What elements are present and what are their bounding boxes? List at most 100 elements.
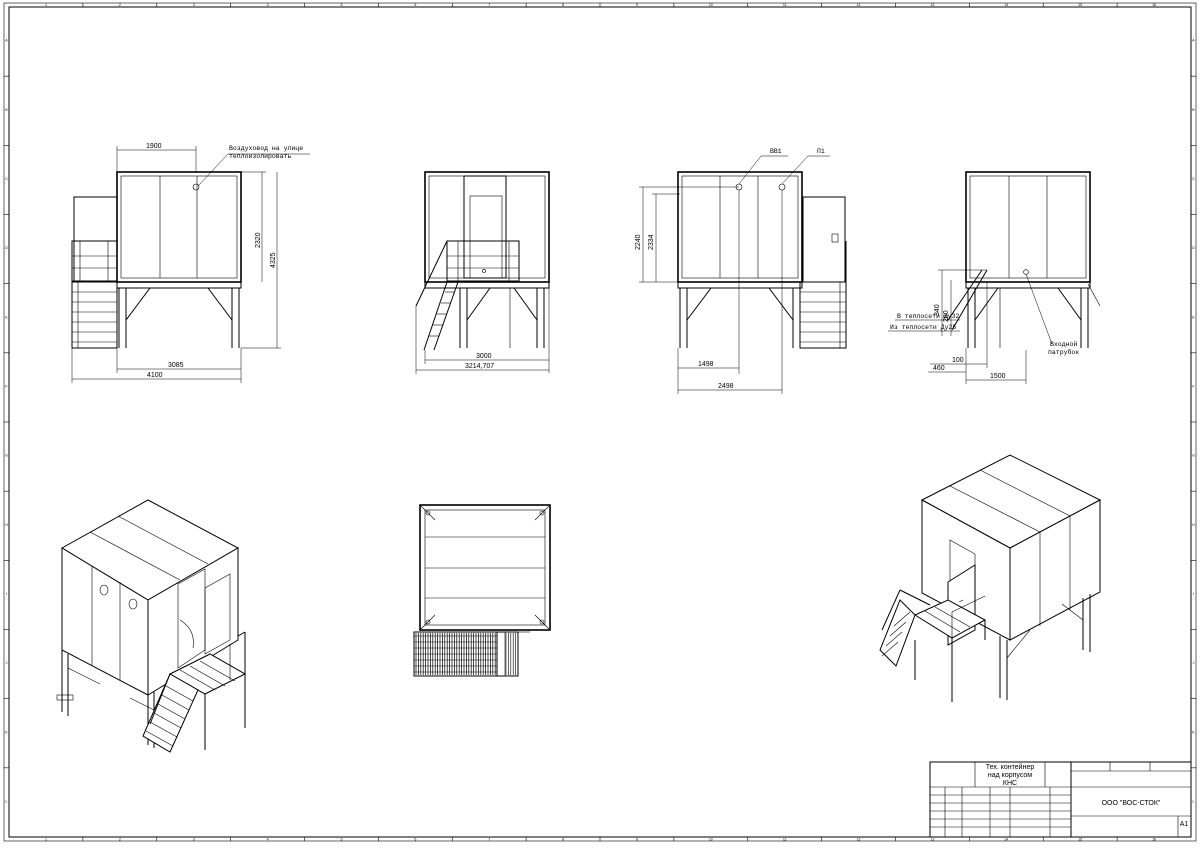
frame-column-label: 8 (562, 3, 564, 7)
frame-column-label: 12 (857, 3, 861, 7)
dim-h1: 2240 (635, 234, 642, 250)
container-body (424, 171, 550, 283)
frame-row-label: B (1192, 108, 1195, 112)
stairs (879, 599, 916, 667)
roof-plan (419, 504, 551, 631)
view-side-right: 2240 2334 1498 2498 ВВ1 П1 (635, 148, 847, 394)
frame-row-label: J (1193, 661, 1195, 665)
frame-row-label: D (1192, 246, 1195, 250)
frame-column-label: 10 (709, 3, 713, 7)
frame-row-label: F (5, 384, 8, 388)
frame-column-label: 16 (1152, 3, 1156, 7)
pipe-in (951, 269, 988, 331)
frame-column-label: 4 (267, 3, 269, 7)
view-rear: 340 280 100 460 1500 В теплосети Ду32 Из… (888, 171, 1101, 384)
dim-c: 1500 (990, 373, 1006, 380)
frame-row-label: E (5, 315, 8, 319)
vent-p1-icon (778, 183, 786, 191)
title-line2: над корпусом (988, 772, 1032, 779)
frame-column-label: 11 (783, 838, 787, 842)
frame-row-label: H (5, 523, 8, 527)
inlet-pipe-icon (1023, 269, 1029, 275)
frame-column-label: 9 (636, 3, 638, 7)
frame-row-label: E (1192, 315, 1195, 319)
company-name: ООО "ВОС-СТОК" (1102, 800, 1161, 807)
dim-outer: 3214,707 (465, 363, 494, 370)
frame-row-label: A (5, 39, 8, 43)
view-front: 3000 3214,707 (415, 171, 550, 374)
frame-column-label: 7 (488, 3, 490, 7)
frame-row-label: I (1193, 592, 1194, 596)
frame-column-label: 11 (783, 3, 787, 7)
dim-bottom-inner: 3085 (168, 362, 184, 369)
dim-height-total: 4325 (270, 252, 277, 268)
frame-row-label: C (5, 177, 8, 181)
frame-row-label: F (1192, 384, 1195, 388)
frame-column-label: 15 (1078, 3, 1082, 7)
container-body (965, 171, 1091, 283)
frame-row-label: G (5, 454, 8, 458)
container-body (116, 171, 242, 283)
stair-grating (414, 633, 519, 675)
frame-column-label: 15 (1078, 838, 1082, 842)
frame-column-label: 2 (119, 3, 121, 7)
frame-column-label: 6 (414, 3, 416, 7)
container-body (677, 171, 803, 283)
title-line1: Тех. контейнер (986, 763, 1035, 771)
frame-column-label: 6 (414, 838, 416, 842)
pipe-out (947, 269, 983, 321)
frame-column-label: 14 (1004, 3, 1008, 7)
dim-bottom1: 1498 (698, 361, 714, 368)
dim-b: 100 (952, 357, 964, 364)
view-isometric-left (56, 499, 247, 753)
note-out1: Входной (1050, 340, 1077, 348)
dim-a: 460 (933, 365, 945, 372)
frame-column-label: 4 (267, 838, 269, 842)
wall-right (147, 547, 239, 696)
duct-note-line1: Воздуховод на улице (229, 145, 303, 152)
frame-column-label: 5 (340, 3, 342, 7)
frame-column-label: 7 (488, 838, 490, 842)
air-duct-icon (192, 183, 200, 191)
frame-column-label: 13 (930, 3, 934, 7)
note-in2: Из теплосети Ду25 (890, 324, 956, 331)
frame-column-label: 8 (562, 838, 564, 842)
sheet-format: А1 (1180, 821, 1189, 828)
frame-column-label: 1 (45, 838, 47, 842)
view-side-left: 1900 2320 4325 3085 4100 Воздуховод на у… (71, 143, 310, 383)
frame-row-label: K (1192, 730, 1195, 734)
frame-column-label: 13 (930, 838, 934, 842)
dim-height-upper: 2320 (255, 232, 262, 248)
frame-row-markers-right: A B C D E F G H I J K L (1191, 39, 1196, 803)
frame-column-label: 5 (340, 838, 342, 842)
frame-column-label: 12 (857, 838, 861, 842)
dim-top: 1900 (146, 143, 162, 150)
title-block: Тех. контейнер над корпусом КНС ООО "ВОС… (929, 761, 1192, 838)
dim-e: 280 (943, 310, 950, 322)
frame-row-label: C (1192, 177, 1195, 181)
note-in1: В теплосети Ду32 (897, 313, 960, 320)
frame-column-label: 3 (193, 838, 195, 842)
frame-row-label: I (6, 592, 7, 596)
view-isometric-right (879, 454, 1102, 702)
frame-column-label: 2 (119, 838, 121, 842)
frame-row-label: G (1192, 454, 1195, 458)
duct-note-line2: теплоизолировать (229, 153, 292, 160)
frame-column-label: 14 (1004, 838, 1008, 842)
frame-row-label: L (1193, 799, 1195, 803)
frame-row-label: B (5, 108, 8, 112)
frame-row-label: K (5, 730, 8, 734)
frame-row-label: H (1192, 523, 1195, 527)
label-vv1: ВВ1 (770, 148, 782, 155)
dim-h2: 2334 (648, 234, 655, 250)
frame-column-label: 9 (636, 838, 638, 842)
title-line3: КНС (1003, 780, 1017, 787)
dim-d: 340 (934, 304, 941, 316)
frame-row-label: A (1192, 39, 1195, 43)
dim-bottom-outer: 4100 (147, 372, 163, 379)
frame-row-label: J (6, 661, 8, 665)
frame-column-label: 10 (709, 838, 713, 842)
